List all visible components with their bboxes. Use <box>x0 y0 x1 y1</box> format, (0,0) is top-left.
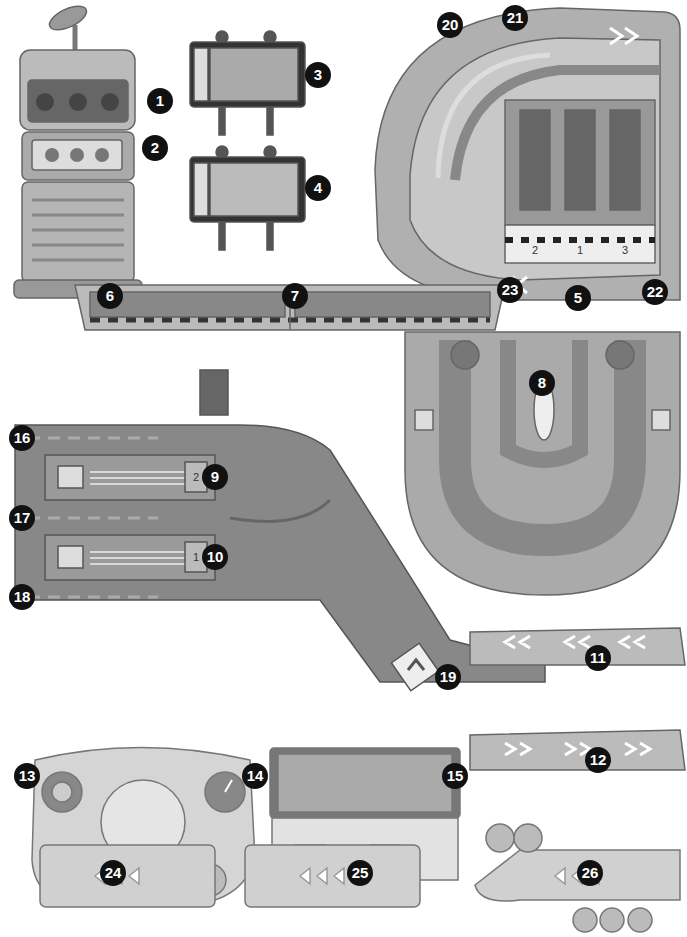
callout-number: 9 <box>202 464 228 490</box>
callout-number: 11 <box>585 645 611 671</box>
callout-number: 18 <box>9 584 35 610</box>
callout-number: 5 <box>565 285 591 311</box>
callout-number: 7 <box>282 283 308 309</box>
callout-number: 6 <box>97 283 123 309</box>
corner-track-part <box>375 8 680 300</box>
printed-number: 1 <box>189 551 203 563</box>
callout-number: 26 <box>577 860 603 886</box>
u-track-part <box>405 332 680 595</box>
callout-number: 4 <box>305 175 331 201</box>
callout-number: 19 <box>435 664 461 690</box>
callout-number: 25 <box>347 860 373 886</box>
callout-number: 16 <box>9 425 35 451</box>
launcher-ramp-part <box>15 370 545 691</box>
side-rail-parts <box>470 628 685 770</box>
callout-number: 15 <box>442 763 468 789</box>
screen-parts <box>190 31 305 250</box>
callout-number: 3 <box>305 62 331 88</box>
callout-number: 1 <box>147 88 173 114</box>
printed-number: 2 <box>189 471 203 483</box>
printed-number: 3 <box>618 244 632 256</box>
callout-number: 10 <box>202 544 228 570</box>
callout-number: 24 <box>100 860 126 886</box>
callout-number: 17 <box>9 505 35 531</box>
callout-number: 23 <box>497 277 523 303</box>
callout-number: 20 <box>437 12 463 38</box>
printed-number: 1 <box>573 244 587 256</box>
callout-number: 12 <box>585 747 611 773</box>
printed-number: 2 <box>528 244 542 256</box>
callout-number: 21 <box>502 5 528 31</box>
callout-number: 14 <box>242 763 268 789</box>
callout-number: 2 <box>142 135 168 161</box>
callout-number: 13 <box>14 763 40 789</box>
callout-number: 8 <box>529 370 555 396</box>
tower-part <box>14 1 142 298</box>
track-pieces <box>40 824 680 932</box>
callout-number: 22 <box>642 279 668 305</box>
